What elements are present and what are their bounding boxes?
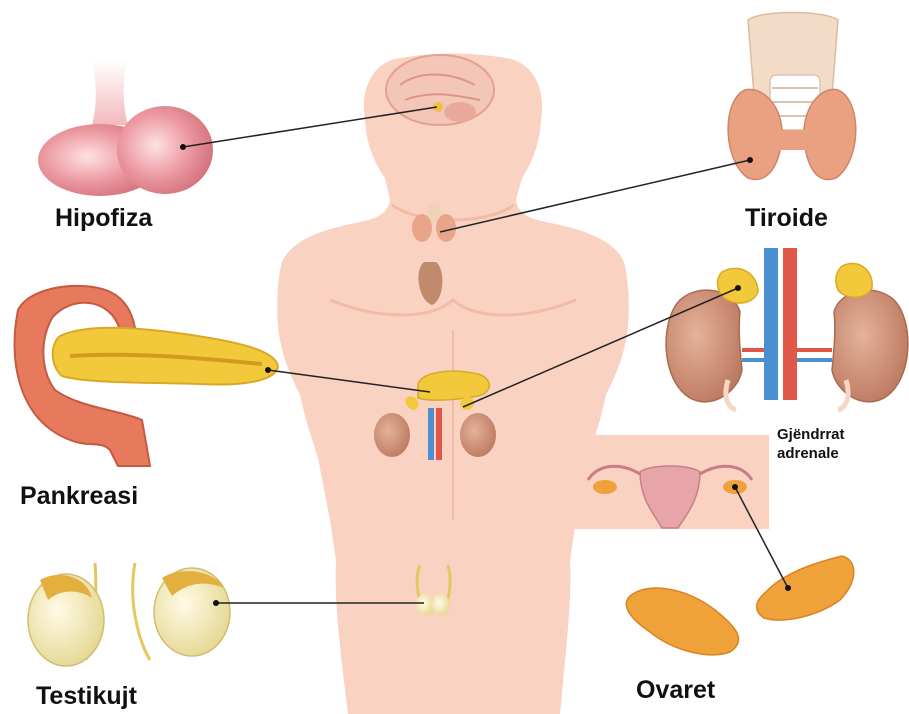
brain (386, 55, 494, 125)
uterus-panel (567, 435, 769, 529)
label-adrenal: Gjëndrrat adrenale (777, 425, 845, 463)
thyroid-illustration (728, 13, 856, 180)
testes-illustration (28, 563, 230, 666)
label-adrenal-line2: adrenale (777, 444, 845, 463)
label-pancreas: Pankreasi (20, 482, 138, 511)
label-thyroid: Tiroide (745, 204, 828, 233)
label-adrenal-line1: Gjëndrrat (777, 425, 845, 444)
label-testes: Testikujt (36, 682, 137, 711)
adrenal-kidney-illustration (666, 248, 908, 410)
label-ovaries: Ovaret (636, 676, 715, 705)
pancreas-illustration (15, 286, 278, 466)
ovaries-illustration (626, 556, 853, 655)
label-pituitary: Hipofiza (55, 204, 152, 233)
pancreas-in-body (418, 371, 489, 400)
pituitary-illustration (38, 60, 213, 196)
